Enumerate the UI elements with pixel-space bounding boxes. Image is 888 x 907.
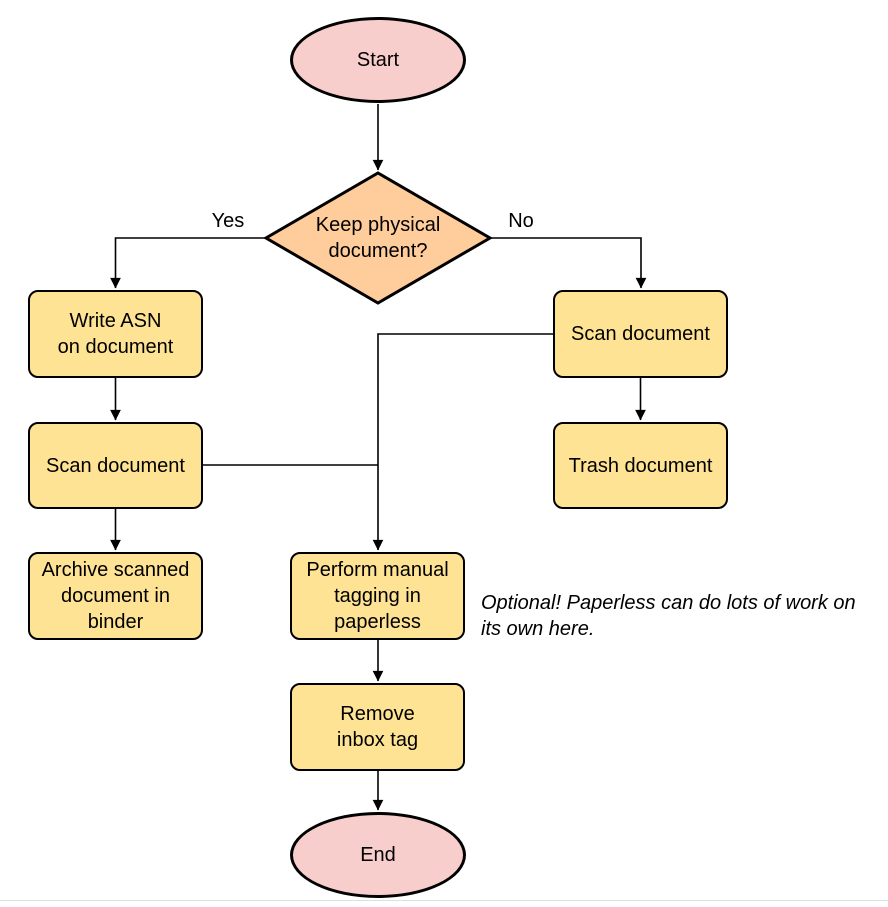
node-remove-inbox-tag-label: Remove inbox tag xyxy=(336,703,419,751)
node-archive-in-binder: Archive scanned document in binder xyxy=(28,552,203,640)
node-write-asn: Write ASN on document xyxy=(28,290,203,378)
node-archive-in-binder-label: Archive scanned document in binder xyxy=(41,559,190,633)
edge-decision-no-to-scan-right xyxy=(490,237,647,289)
node-scan-document-left: Scan document xyxy=(28,422,203,509)
edge-scan-right-to-tagging xyxy=(372,333,553,551)
node-trash-document: Trash document xyxy=(553,422,728,509)
node-scan-document-left-label: Scan document xyxy=(46,454,185,477)
node-scan-document-right-label: Scan document xyxy=(571,323,710,345)
edge-label-no: No xyxy=(508,210,534,232)
node-trash-document-label: Trash document xyxy=(568,454,713,477)
node-start: Start xyxy=(290,17,466,103)
edge-label-yes: Yes xyxy=(211,210,245,232)
node-decision-label: Keep physical document? xyxy=(315,214,441,262)
node-end-label: End xyxy=(360,844,396,866)
node-manual-tagging-label: Perform manual tagging in paperless xyxy=(306,559,449,633)
node-remove-inbox-tag: Remove inbox tag xyxy=(290,683,465,771)
node-start-label: Start xyxy=(356,49,400,71)
node-scan-document-right: Scan document xyxy=(553,290,728,378)
page-divider xyxy=(0,900,888,901)
node-end: End xyxy=(290,812,466,898)
decision-diamond-shape xyxy=(263,171,493,305)
node-manual-tagging: Perform manual tagging in paperless xyxy=(290,552,465,640)
edge-decision-yes-to-write-asn xyxy=(110,237,266,289)
node-write-asn-label: Write ASN on document xyxy=(57,310,174,358)
node-decision-keep-physical: Keep physical document? xyxy=(266,173,490,303)
optional-note: Optional! Paperless can do lots of work … xyxy=(481,592,856,640)
